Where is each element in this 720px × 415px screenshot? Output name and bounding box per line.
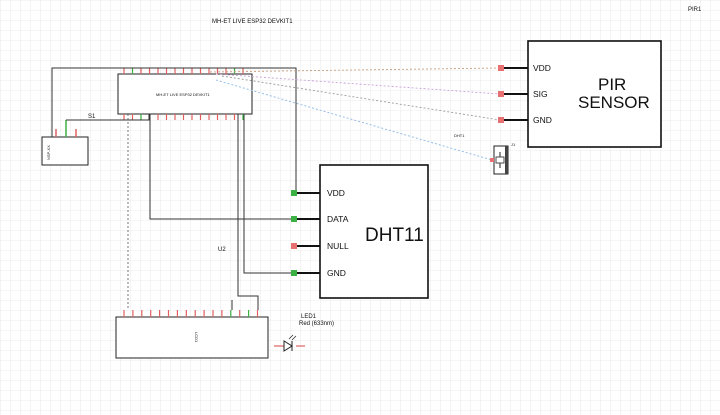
esp32-board[interactable] <box>117 73 253 115</box>
led-value: Red (633nm) <box>299 321 334 327</box>
led-ref: LED1 <box>301 314 317 320</box>
dht-pin-data: DATA <box>327 214 349 224</box>
pir-title-line2: SENSOR <box>578 93 650 112</box>
board-title: MH-ET LIVE ESP32 DEVKIT1 <box>212 19 293 25</box>
u2-pins <box>123 310 259 317</box>
jumper-j1[interactable] <box>490 145 509 175</box>
board-center-label: MH-ET LIVE ESP32 DEVKIT1 <box>156 92 210 97</box>
u2-ref: U2 <box>218 247 226 253</box>
dht-pins <box>291 190 320 276</box>
pir-title-line1: PIR <box>598 75 626 94</box>
dht11-sensor[interactable] <box>319 164 429 299</box>
wire-pir-vdd <box>209 67 501 73</box>
board-pins <box>123 68 244 120</box>
pir-pin-vdd: VDD <box>533 63 551 73</box>
dht-title: DHT11 <box>365 225 424 246</box>
led1[interactable] <box>274 334 305 352</box>
wire-u2-gnd <box>237 114 259 310</box>
dht-pin-null: NULL <box>327 241 349 251</box>
dht-pin-vdd: VDD <box>327 188 345 198</box>
u2-label: LCD1 <box>194 332 199 343</box>
pir-pins <box>498 65 528 123</box>
wire-dht-data <box>149 114 318 220</box>
jumper-part: DHT1 <box>454 133 465 138</box>
jumper-ref: J1 <box>511 142 516 147</box>
wire-pir-sig <box>215 73 501 95</box>
switch-label: NSP-XX <box>46 145 51 160</box>
pir-pin-sig: SIG <box>533 89 548 99</box>
switch-s1[interactable] <box>41 136 89 166</box>
switch-ref: S1 <box>88 114 96 120</box>
pir1-label: PIR1 <box>688 7 702 13</box>
pir-pin-gnd: GND <box>533 115 552 125</box>
wire-switch <box>66 114 150 121</box>
wire-pir-gnd <box>221 75 501 121</box>
u2-lcd[interactable] <box>115 316 269 359</box>
dht-pin-gnd: GND <box>327 268 346 278</box>
